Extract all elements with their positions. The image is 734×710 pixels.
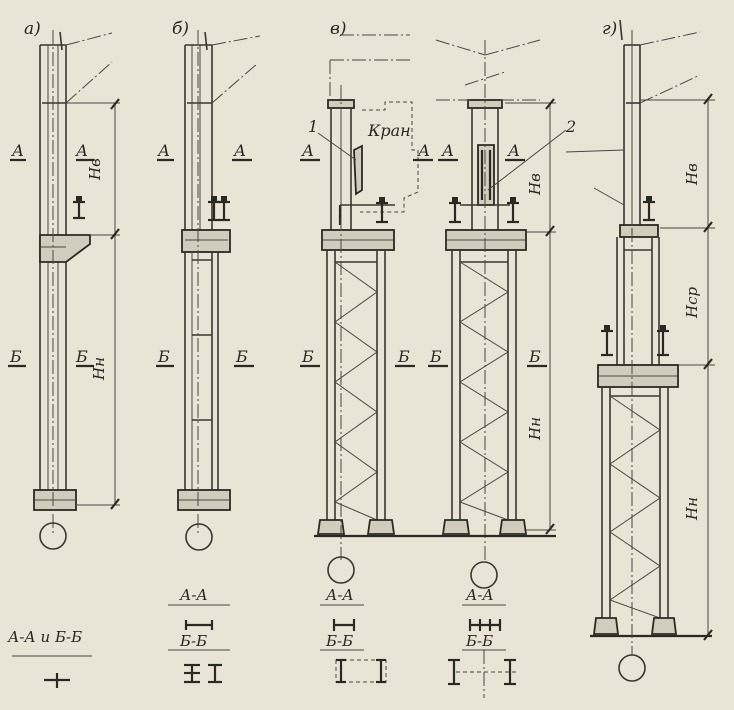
- mark-b: Б: [429, 347, 442, 366]
- caption-aa-v-right: А-А: [465, 586, 494, 604]
- dim-middle-g: Нср: [683, 287, 701, 319]
- mark-a: А: [301, 141, 314, 160]
- dim-lower-g: Нн: [683, 497, 701, 521]
- mark-b: Б: [75, 347, 88, 366]
- caption-a-sections: А-А и Б-Б: [7, 628, 82, 646]
- label-variant-g: г): [602, 19, 617, 39]
- variant-labels: а) б) в) г): [24, 19, 617, 39]
- column-v-left: [316, 34, 419, 584]
- caption-aa-v-left: А-А: [325, 586, 354, 604]
- caption-bb-v-right: Б-Б: [465, 632, 493, 650]
- callout-1: 1: [308, 117, 318, 136]
- crane-label: Кран: [367, 121, 411, 140]
- column-g: [565, 19, 715, 682]
- mark-b: Б: [9, 347, 22, 366]
- dimension-labels: Нв Нн Нв Нн Нв Нср Нн: [86, 158, 701, 521]
- mark-a: А: [75, 141, 88, 160]
- mark-a: А: [157, 141, 170, 160]
- mark-a: А: [507, 141, 520, 160]
- mark-a: А: [417, 141, 430, 160]
- mark-b: Б: [301, 347, 314, 366]
- column-v-shared: [300, 98, 567, 698]
- crane-rails-b: [208, 196, 230, 222]
- mark-a: А: [11, 141, 24, 160]
- mark-b: Б: [235, 347, 248, 366]
- dim-upper-v: Нв: [526, 173, 544, 196]
- section-captions: А-А и Б-Б А-А Б-Б А-А Б-Б А-А Б-Б: [7, 586, 494, 650]
- mark-b: Б: [397, 347, 410, 366]
- caption-aa-b: А-А: [179, 586, 208, 604]
- mark-a: А: [233, 141, 246, 160]
- dim-lower-a: Нн: [90, 357, 108, 381]
- mark-a: А: [441, 141, 454, 160]
- section-mark-labels: А А А А А А А А Б Б Б Б Б Б Б Б: [9, 141, 541, 366]
- dim-upper-g: Нв: [683, 163, 701, 186]
- dim-upper-a: Нв: [86, 158, 104, 181]
- callout-labels: 1 2 Кран: [308, 117, 576, 140]
- column-b: [156, 30, 261, 684]
- label-variant-b: б): [172, 19, 189, 39]
- mark-b: Б: [157, 347, 170, 366]
- column-v-right: [435, 39, 541, 589]
- mark-b: Б: [528, 347, 541, 366]
- column-a: [8, 30, 120, 688]
- caption-bb-v-left: Б-Б: [325, 632, 353, 650]
- dim-lower-v: Нн: [526, 417, 544, 441]
- label-variant-a: а): [24, 19, 41, 39]
- label-variant-v: в): [330, 19, 347, 39]
- callout-2: 2: [565, 117, 576, 136]
- caption-bb-b: Б-Б: [179, 632, 207, 650]
